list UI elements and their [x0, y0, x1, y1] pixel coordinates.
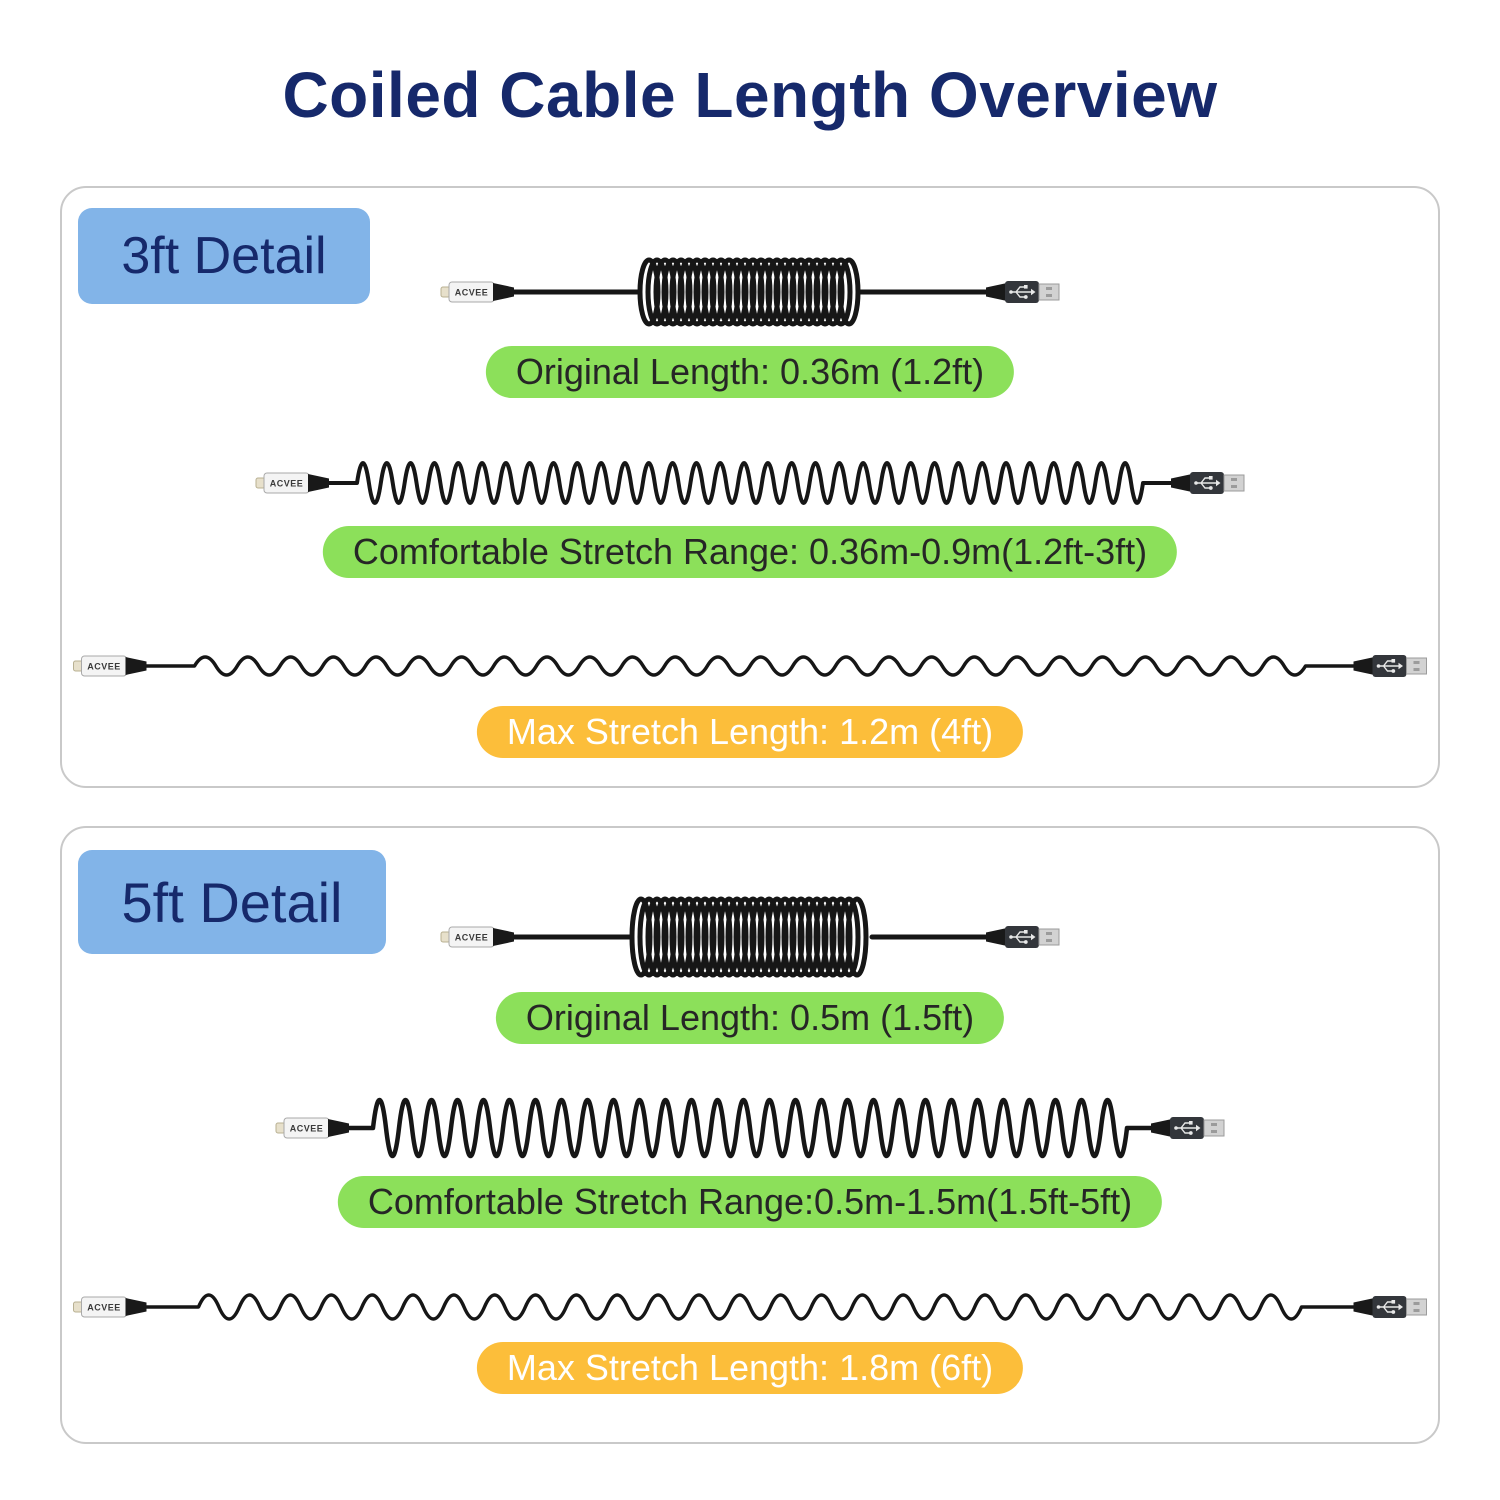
lightning-connector: ACVEE	[73, 1296, 147, 1318]
lightning-connector: ACVEE	[255, 472, 329, 494]
lightning-connector: ACVEE	[73, 655, 147, 677]
cable-3ft-coiled: ACVEE	[440, 257, 1060, 327]
usb-icon	[1009, 285, 1036, 299]
original-length-badge-3ft: Original Length: 0.36m (1.2ft)	[485, 346, 1015, 398]
brand-label: ACVEE	[270, 479, 304, 489]
panel-3ft-label: 3ft Detail	[78, 208, 370, 304]
max-stretch-badge-5ft: Max Stretch Length: 1.8m (6ft)	[476, 1342, 1024, 1394]
usb-a-connector	[1353, 655, 1427, 677]
usb-a-connector	[1353, 1296, 1427, 1318]
panel-5ft: 5ft Detail ACVEE Original Length: 0.5m (…	[60, 826, 1440, 1444]
lightning-connector: ACVEE	[275, 1117, 349, 1139]
lightning-connector: ACVEE	[440, 281, 514, 303]
panel-3ft: 3ft Detail ACVEE Original Length: 0.36m …	[60, 186, 1440, 788]
original-length-badge-5ft: Original Length: 0.5m (1.5ft)	[495, 992, 1005, 1044]
max-stretch-badge-3ft: Max Stretch Length: 1.2m (4ft)	[476, 706, 1024, 758]
brand-label: ACVEE	[290, 1124, 324, 1134]
comfortable-stretch-badge-3ft: Comfortable Stretch Range: 0.36m-0.9m(1.…	[322, 526, 1178, 578]
brand-label: ACVEE	[87, 662, 121, 672]
usb-icon	[1194, 476, 1221, 490]
usb-a-connector	[986, 926, 1060, 948]
cable-3ft-comfortable-stretch: ACVEE	[255, 461, 1245, 505]
cable-5ft-max-stretch: ACVEE	[73, 1293, 1427, 1321]
brand-label: ACVEE	[455, 933, 489, 943]
cable-5ft-comfortable-stretch: ACVEE	[275, 1098, 1225, 1158]
usb-a-connector	[986, 281, 1060, 303]
cable-5ft-coiled: ACVEE	[440, 896, 1060, 978]
usb-a-connector	[1171, 472, 1245, 494]
usb-icon	[1174, 1121, 1201, 1135]
comfortable-stretch-badge-5ft: Comfortable Stretch Range:0.5m-1.5m(1.5f…	[337, 1176, 1163, 1228]
usb-icon	[1009, 930, 1036, 944]
lightning-connector: ACVEE	[440, 926, 514, 948]
brand-label: ACVEE	[87, 1303, 121, 1313]
brand-label: ACVEE	[455, 288, 489, 298]
panel-5ft-label: 5ft Detail	[78, 850, 386, 954]
usb-icon	[1376, 1300, 1403, 1314]
usb-a-connector	[1151, 1117, 1225, 1139]
cable-3ft-max-stretch: ACVEE	[73, 655, 1427, 677]
usb-icon	[1376, 659, 1403, 673]
page-title: Coiled Cable Length Overview	[282, 59, 1218, 131]
